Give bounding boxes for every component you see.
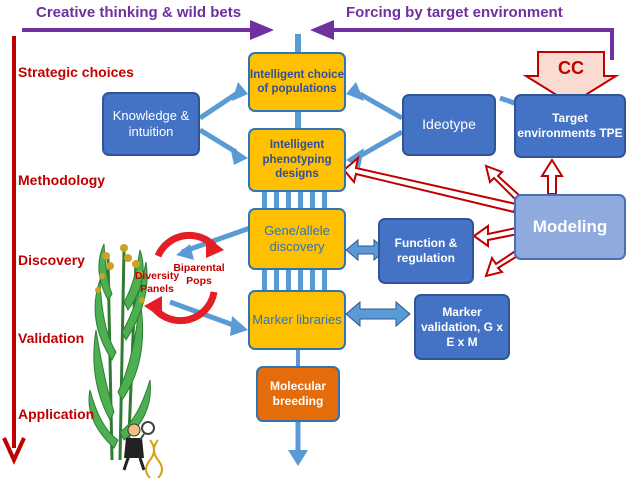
cycle-arrow-heads — [144, 236, 224, 318]
plant-illustration — [88, 243, 163, 478]
stage-discovery: Discovery — [18, 252, 85, 268]
central-spine — [262, 34, 327, 466]
double-arrows — [345, 238, 411, 328]
marker-validation-box: Marker validation, G x E x M — [414, 294, 510, 360]
scientist-figure — [122, 421, 155, 471]
dna-strand-icon — [145, 439, 163, 478]
modeling-box: Modeling — [514, 194, 626, 260]
stage-strategic-choices: Strategic choices — [18, 64, 134, 80]
knowledge-intuition-box: Knowledge & intuition — [102, 92, 200, 156]
marker-libraries-box: Marker libraries — [248, 290, 346, 350]
cc-label: CC — [558, 58, 584, 78]
cc-down-arrow — [522, 51, 620, 106]
phenotyping-designs-box: Intelligent phenotyping designs — [248, 128, 346, 192]
ideotype-box: Ideotype — [402, 94, 496, 156]
top-purple-arrows — [22, 20, 614, 60]
timeline-arrow — [2, 36, 26, 465]
molecular-breeding-box: Molecular breeding — [256, 366, 340, 422]
top-left-label: Creative thinking & wild bets — [36, 4, 242, 21]
gene-allele-discovery-box: Gene/allele discovery — [248, 208, 346, 270]
stage-validation: Validation — [18, 330, 85, 346]
choice-of-populations-box: Intelligent choice of populations — [248, 52, 346, 112]
blue-arrow-heads — [176, 82, 364, 336]
stage-application: Application — [18, 406, 95, 422]
target-environments-box: Target environments TPE — [514, 94, 626, 158]
function-regulation-box: Function & regulation — [378, 218, 474, 284]
biparental-pops-label: Biparental Pops — [173, 262, 225, 287]
diversity-panels-label: Diversity Panels — [134, 270, 180, 295]
top-right-label: Forcing by target environment — [346, 4, 563, 21]
stage-methodology: Methodology — [18, 172, 106, 188]
